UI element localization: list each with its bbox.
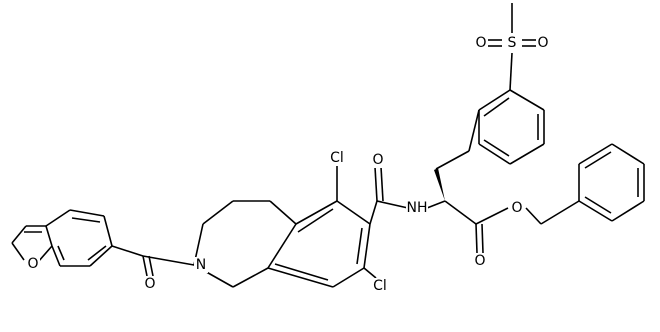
sulfur-atom: S	[505, 35, 519, 51]
bond	[51, 245, 61, 267]
bond	[11, 242, 25, 261]
bond	[540, 200, 580, 225]
bond	[274, 263, 329, 281]
bond	[483, 97, 510, 117]
bond	[269, 200, 297, 225]
bond	[89, 245, 113, 267]
bond	[57, 245, 65, 261]
bond	[295, 200, 338, 225]
bond	[584, 196, 612, 214]
atom-label: O	[474, 253, 485, 269]
amide-oxygen-atom: O	[371, 152, 385, 168]
atom-label: O	[511, 200, 522, 216]
bond	[87, 245, 107, 261]
bond	[37, 245, 53, 263]
ketone-oxygen-atom: O	[143, 276, 157, 292]
bond	[380, 166, 384, 202]
bond	[363, 267, 377, 279]
atom-labels: O O N Cl Cl O NH O	[26, 35, 550, 294]
bond	[232, 267, 269, 288]
bond	[525, 207, 542, 225]
bond	[481, 223, 484, 254]
bond	[111, 245, 144, 257]
bond	[509, 143, 545, 165]
bond	[142, 255, 195, 266]
bond	[148, 255, 154, 277]
bond	[363, 223, 371, 269]
chlorine-top-atom: Cl	[328, 150, 346, 166]
atom-label: NH	[407, 200, 428, 216]
bond	[69, 209, 105, 217]
bond	[584, 151, 612, 169]
bond	[267, 267, 334, 288]
atom-label: O	[475, 35, 486, 51]
atom-label: S	[508, 35, 517, 51]
bond	[11, 225, 27, 244]
ester-oxygen-atom: O	[510, 200, 524, 216]
bond	[45, 225, 53, 247]
bond	[374, 166, 378, 202]
amide-nh-atom: NH	[406, 200, 428, 216]
bond	[578, 143, 613, 165]
bond	[369, 200, 378, 225]
bond	[468, 109, 480, 152]
bonds	[11, 3, 645, 288]
bond	[611, 200, 645, 222]
ester-carbonyl-oxygen-atom: O	[473, 253, 487, 269]
atom-label: O	[537, 35, 548, 51]
bond	[435, 150, 470, 170]
bond	[103, 215, 113, 247]
bond	[475, 223, 478, 254]
bond	[478, 89, 511, 111]
ring-nitrogen-atom: N	[194, 257, 208, 273]
bond	[475, 207, 509, 225]
atom-label: O	[27, 256, 38, 272]
bond	[71, 217, 101, 223]
atom-label: Cl	[373, 278, 387, 294]
bond	[297, 208, 334, 233]
bond	[45, 209, 71, 227]
stereo-wedge-bond	[434, 168, 445, 201]
bond	[332, 267, 365, 288]
bond	[142, 255, 148, 277]
chlorine-bottom-atom: Cl	[371, 278, 389, 294]
bond	[376, 200, 409, 209]
bond	[444, 200, 477, 225]
bond	[578, 200, 613, 222]
bond	[478, 143, 511, 165]
bond	[509, 89, 545, 111]
atom-label: Cl	[330, 150, 344, 166]
bond	[336, 200, 371, 225]
sulfone-oxygen-right-atom: O	[536, 35, 550, 51]
atom-label: O	[144, 276, 155, 292]
furan-oxygen-atom: O	[26, 256, 40, 272]
bond	[509, 52, 513, 91]
bond	[611, 143, 645, 165]
bond	[356, 227, 363, 265]
bond	[202, 200, 234, 225]
atom-label: O	[372, 152, 383, 168]
atom-label: N	[196, 257, 206, 273]
bond	[483, 139, 510, 157]
bond	[426, 200, 446, 209]
sulfone-oxygen-left-atom: O	[474, 35, 488, 51]
bond	[267, 223, 297, 269]
